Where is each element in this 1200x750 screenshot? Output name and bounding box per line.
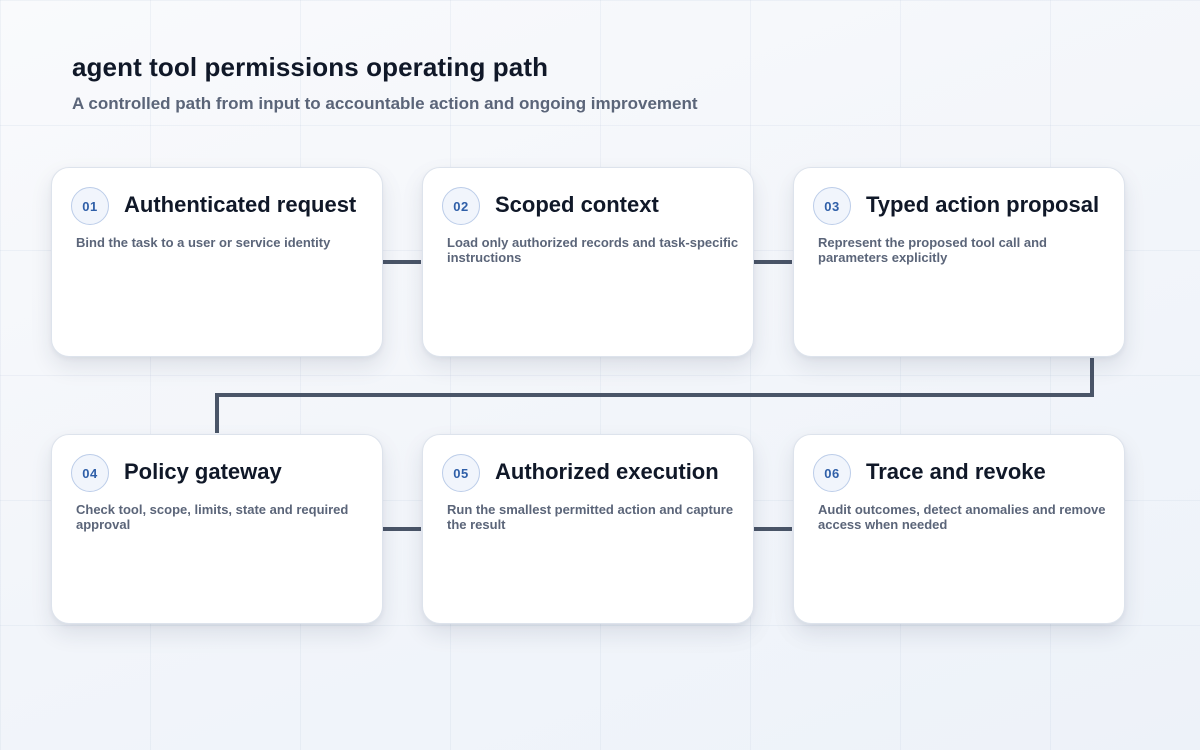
step-number-badge: 02 — [442, 187, 480, 225]
step-number-badge: 05 — [442, 454, 480, 492]
step-description: Check tool, scope, limits, state and req… — [76, 502, 349, 532]
step-number-badge: 03 — [813, 187, 851, 225]
step-description: Represent the proposed tool call and par… — [818, 235, 1047, 265]
step-number-badge: 06 — [813, 454, 851, 492]
step-card-4: 04 Policy gateway Check tool, scope, lim… — [51, 434, 383, 624]
step-card-2: 02 Scoped context Load only authorized r… — [422, 167, 754, 357]
step-card-1: 01 Authenticated request Bind the task t… — [51, 167, 383, 357]
page-title: agent tool permissions operating path — [72, 52, 549, 82]
step-description: Run the smallest permitted action and ca… — [447, 502, 734, 532]
step-description: Load only authorized records and task-sp… — [447, 235, 739, 265]
step-title: Trace and revoke — [866, 459, 1046, 484]
step-title: Authenticated request — [124, 192, 357, 217]
step-card-3: 03 Typed action proposal Represent the p… — [793, 167, 1125, 357]
step-number-badge: 04 — [71, 454, 109, 492]
step-title: Typed action proposal — [866, 192, 1100, 217]
connector-03-04 — [215, 358, 1094, 433]
step-number-badge: 01 — [71, 187, 109, 225]
page-subtitle: A controlled path from input to accounta… — [72, 94, 698, 113]
step-card-6: 06 Trace and revoke Audit outcomes, dete… — [793, 434, 1125, 624]
step-title: Scoped context — [495, 192, 659, 217]
step-card-5: 05 Authorized execution Run the smallest… — [422, 434, 754, 624]
step-description: Audit outcomes, detect anomalies and rem… — [818, 502, 1106, 532]
step-title: Policy gateway — [124, 459, 282, 484]
step-title: Authorized execution — [495, 459, 719, 484]
step-description: Bind the task to a user or service ident… — [76, 235, 331, 250]
